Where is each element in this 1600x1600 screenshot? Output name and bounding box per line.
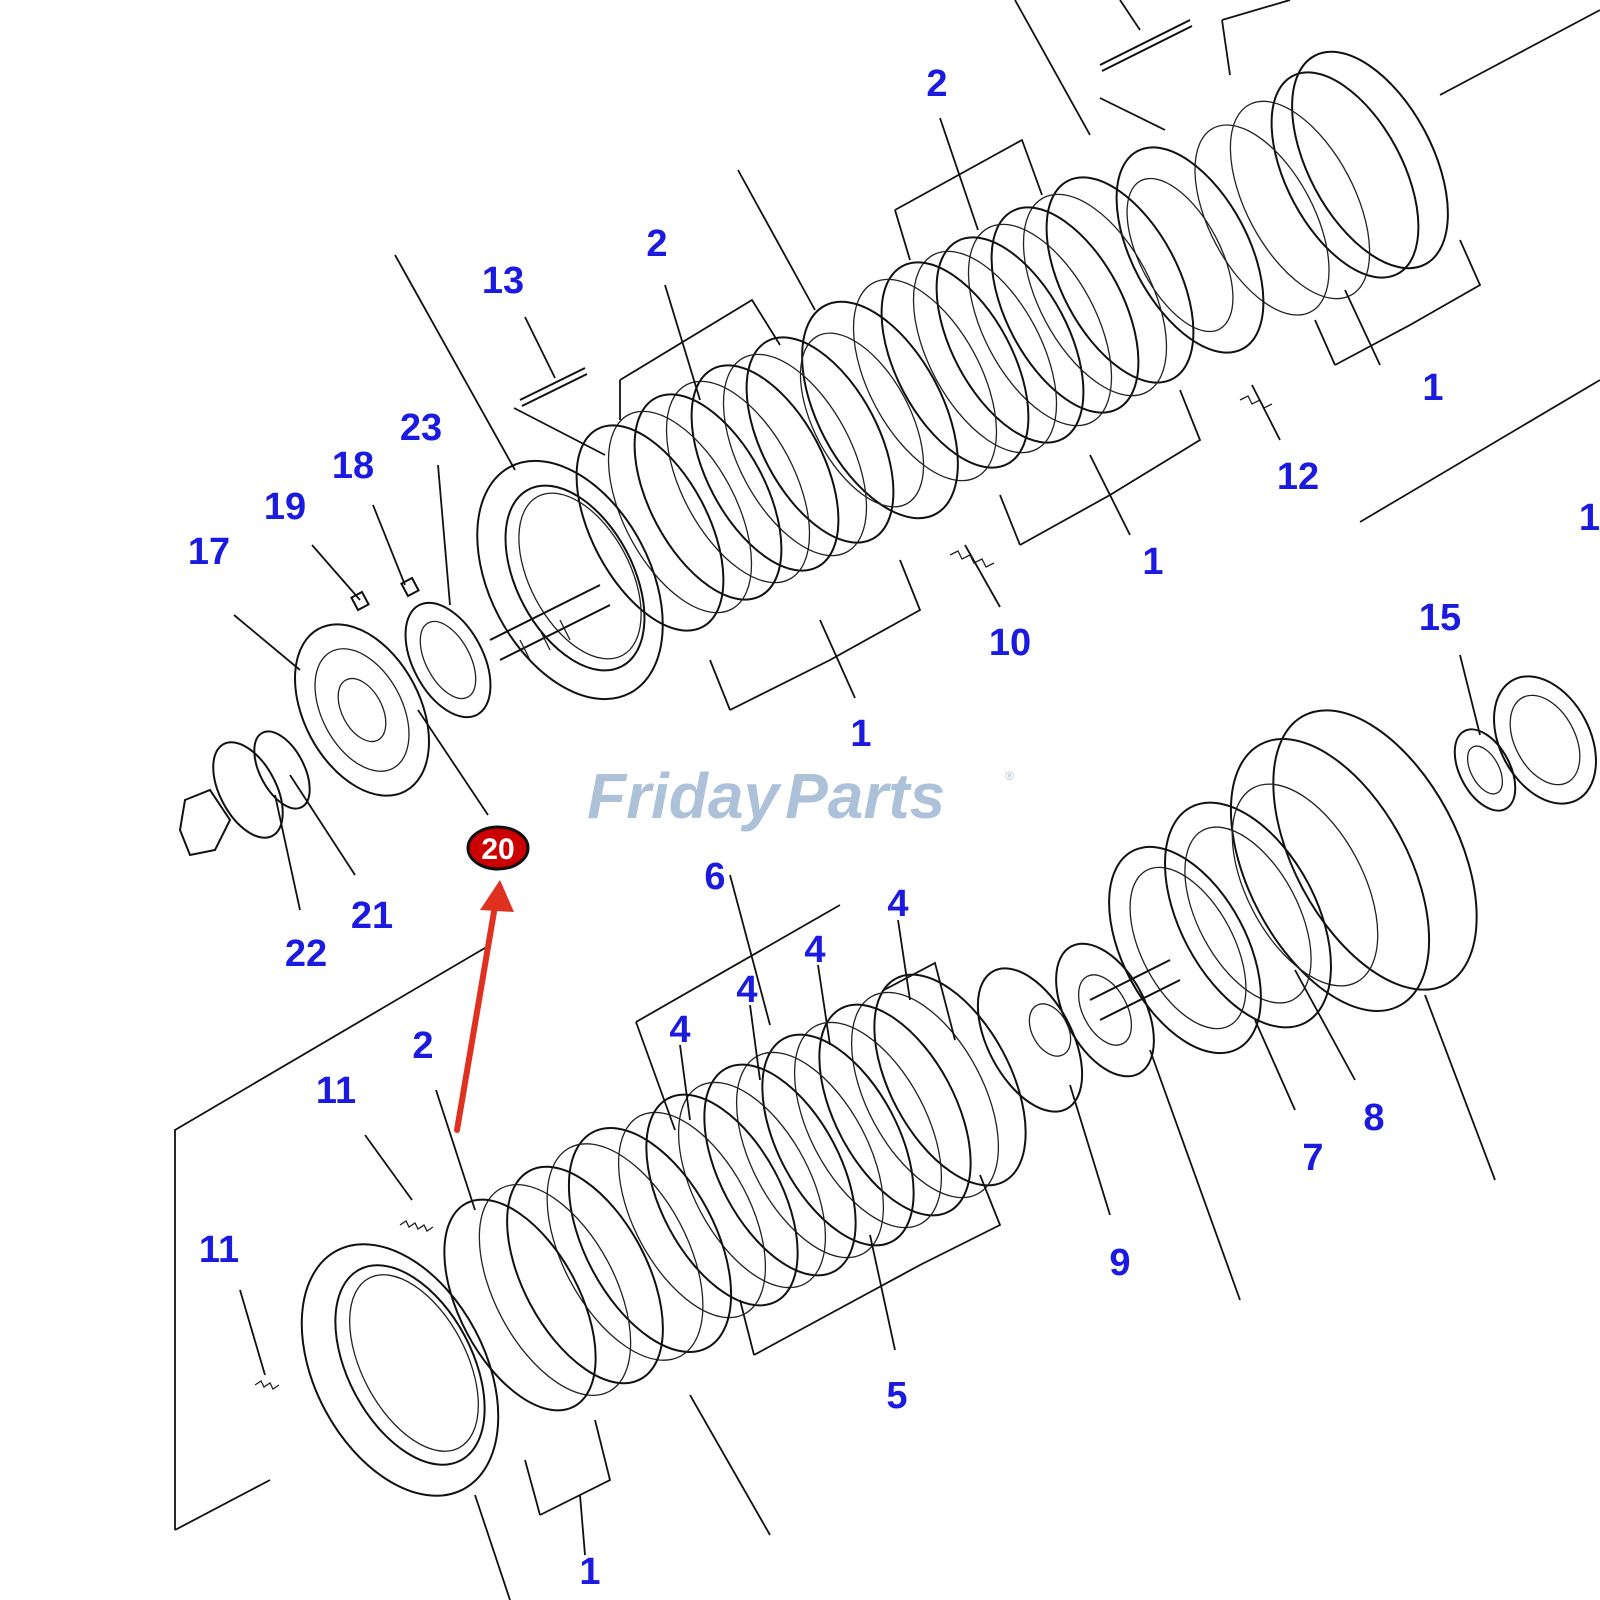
callout-label: 1 <box>579 1551 600 1593</box>
watermark-logo: FridayParts ® <box>587 760 1014 832</box>
callout-label: 15 <box>1419 597 1461 639</box>
callout-label: 1 <box>1422 367 1443 409</box>
highlight-arrowhead <box>480 880 514 912</box>
lower-springs <box>254 1220 434 1390</box>
upper-front-housing <box>476 459 664 701</box>
callout-label: 9 <box>1109 1242 1130 1284</box>
callout-label: 4 <box>736 969 757 1011</box>
watermark-part-b: Parts <box>785 760 945 832</box>
callout-label: 4 <box>804 929 825 971</box>
gear-15 <box>1453 675 1597 812</box>
upper-small-parts <box>178 576 492 857</box>
callout-label: 2 <box>412 1025 433 1067</box>
watermark-text: FridayParts <box>587 760 945 832</box>
callout-label: 5 <box>886 1375 907 1417</box>
lower-brackets <box>524 904 1002 1516</box>
callout-label: 21 <box>351 895 393 937</box>
callout-label: 13 <box>482 260 524 302</box>
lower-clutch-assembly <box>174 675 1597 1531</box>
callout-label: 19 <box>264 486 306 528</box>
highlight-part-20[interactable]: 20 <box>454 825 530 1133</box>
callout-label: 1 <box>1142 541 1163 583</box>
hub-and-ring <box>976 942 1181 1113</box>
callout-label: 23 <box>400 407 442 449</box>
upper-rear-housing <box>1115 50 1449 354</box>
callout-label: 4 <box>669 1009 690 1051</box>
callout-label: 12 <box>1277 456 1319 498</box>
callout-label: 4 <box>887 883 908 925</box>
callout-label: 6 <box>704 856 725 898</box>
callout-label: 10 <box>989 622 1031 664</box>
leader-lines <box>233 0 1496 1600</box>
upper-clutch-assembly <box>178 0 1600 857</box>
callout-label: 8 <box>1363 1097 1384 1139</box>
upper-disc-stack-rear <box>852 176 1195 482</box>
callout-labels: 1 1 1 1 1 2 2 2 4 4 4 4 5 6 7 8 9 10 11 … <box>188 63 1600 1593</box>
highlight-badge <box>466 825 530 871</box>
upper-brackets <box>513 0 1482 711</box>
callout-label: 1 <box>850 713 871 755</box>
callout-label: 2 <box>926 63 947 105</box>
callout-label: 17 <box>188 531 230 573</box>
lower-front-housing <box>300 1243 500 1497</box>
upper-disc-stack-mid <box>575 300 959 632</box>
callout-label: 22 <box>285 933 327 975</box>
callout-label: 18 <box>332 445 374 487</box>
watermark-registered: ® <box>1005 769 1014 783</box>
highlight-number: 20 <box>481 833 514 866</box>
callout-label: 11 <box>199 1229 239 1271</box>
callout-label: 11 <box>316 1070 356 1112</box>
callout-label: 7 <box>1302 1137 1323 1179</box>
watermark-part-a: Friday <box>587 760 782 832</box>
callout-label: 1 <box>1579 497 1600 539</box>
upper-springs-pins <box>519 19 1273 568</box>
lower-rear-housing <box>1108 709 1478 1055</box>
highlight-arrow <box>454 897 499 1133</box>
lower-disc-stack <box>443 973 1027 1412</box>
callout-label: 2 <box>646 223 667 265</box>
